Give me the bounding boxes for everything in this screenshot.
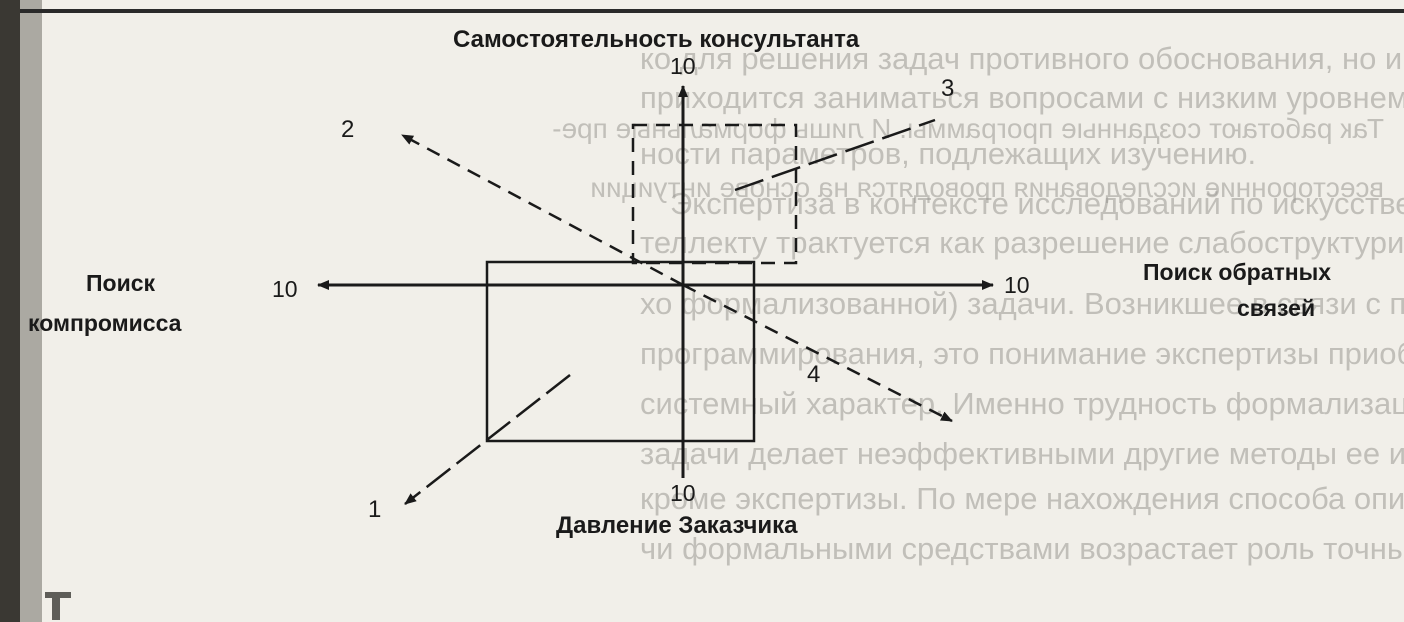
background-text-block: ко для решения задач противного обоснова…	[640, 41, 1404, 566]
square-large	[485, 260, 756, 443]
background-text-line: теллекту трактуется как разрешение слабо…	[640, 225, 1404, 260]
background-text-line: задачи делает неэффективными другие мето…	[640, 436, 1404, 471]
diagonal-arrow-1	[404, 374, 571, 505]
page-bottom-fragment	[45, 592, 71, 620]
marker-3: 3	[941, 75, 954, 102]
marker-2: 2	[341, 116, 354, 143]
background-text-line: ности параметров, подлежащих изучению.	[640, 136, 1256, 171]
mirrored-text-line: всесторонние исследования проводятся на …	[590, 172, 1384, 203]
right-axis-label-line1: Поиск обратных	[1143, 259, 1331, 285]
background-text-line: приходится заниматься вопросами с низким…	[640, 80, 1404, 115]
left-axis-label-line2: компромисса	[28, 310, 182, 336]
top-axis-value: 10	[670, 53, 696, 79]
background-text-line: ко для решения задач противного обоснова…	[640, 41, 1404, 76]
right-axis-value: 10	[1004, 272, 1030, 298]
left-axis-value: 10	[272, 276, 298, 302]
diagonal-dashed-arrow-2	[401, 133, 684, 287]
background-text-line: кроме экспертизы. По мере нахождения спо…	[640, 481, 1404, 516]
mirrored-bleed-through-text: Так работают созданные программы. И лишь…	[552, 113, 1384, 203]
diagram-lines	[317, 85, 994, 505]
marker-4: 4	[807, 361, 820, 388]
marker-1: 1	[368, 496, 381, 523]
diagonal-segment-3	[734, 118, 936, 192]
page-binding-shadow	[0, 0, 42, 622]
axis-labels: Самостоятельность консультанта Давление …	[28, 26, 1331, 539]
diagonal-dashed-arrow-4	[682, 283, 953, 423]
right-axis-label-line2: связей	[1237, 295, 1315, 321]
bottom-axis-label: Давление Заказчика	[556, 512, 798, 539]
background-text-line: системный характер. Именно трудность фор…	[640, 386, 1404, 421]
axis-values: 10 10 10 10	[272, 53, 1030, 506]
background-text-line: программирования, это понимание эксперти…	[640, 336, 1404, 371]
background-text-line: хо формализованной) задачи. Возникшее в …	[640, 286, 1404, 321]
top-axis-label: Самостоятельность консультанта	[453, 26, 860, 53]
left-axis-label-line1: Поиск	[86, 270, 156, 296]
mirrored-text-line: Так работают созданные программы. И лишь…	[552, 113, 1384, 144]
bottom-axis-value: 10	[670, 480, 696, 506]
line-markers: 1 2 3 4	[341, 75, 954, 523]
square-small-dashed	[631, 123, 798, 265]
background-text-line: Экспертиза в контексте исследований по и…	[670, 186, 1404, 221]
background-text-line: чи формальными средствами возрастает рол…	[640, 531, 1404, 566]
